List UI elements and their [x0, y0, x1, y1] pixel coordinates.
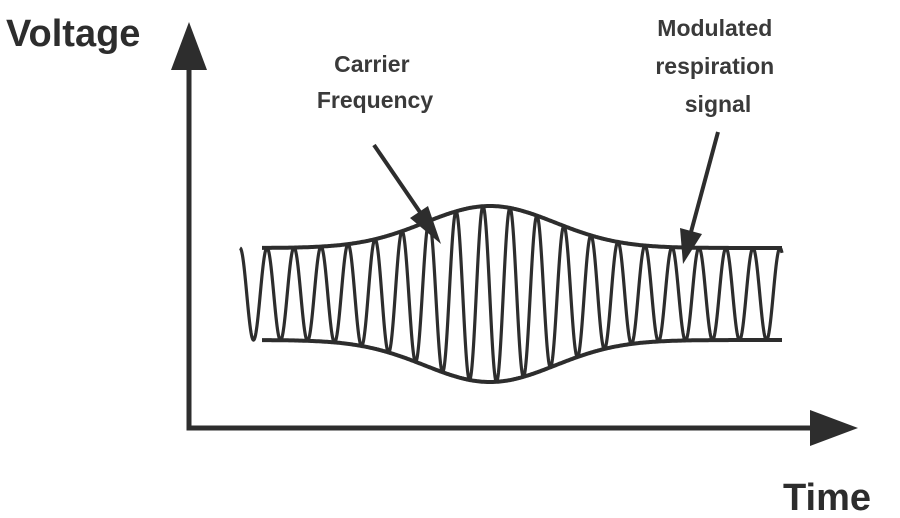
modulated-signal-callout: Modulated respiration signal: [655, 15, 780, 264]
y-axis-label: Voltage: [6, 13, 140, 55]
y-axis-arrowhead: [171, 22, 207, 70]
carrier-label-line-2: Frequency: [317, 87, 434, 113]
axes: [186, 63, 825, 431]
modulated-pointer-arrowhead: [680, 228, 702, 264]
modulated-label-line-2: respiration: [655, 53, 774, 79]
carrier-wave: [238, 204, 784, 384]
svg-text:Modulated respiration: Modulated respiration signal: [655, 15, 780, 117]
modulated-label-line-1: Modulated: [657, 15, 772, 41]
x-axis-label: Time: [783, 477, 871, 518]
lower-envelope: [262, 338, 782, 384]
carrier-label-line-1: Carrier: [334, 51, 409, 77]
svg-text:Carrier Frequency: Carrier Frequency: [317, 51, 434, 113]
upper-envelope: [262, 204, 782, 250]
modulated-label-line-3: signal: [685, 91, 751, 117]
modulated-pointer-line: [689, 131, 720, 233]
modulated-signal: [238, 204, 784, 384]
x-axis-arrowhead: [810, 410, 858, 446]
carrier-pointer-arrowhead: [410, 206, 441, 244]
carrier-pointer-line: [372, 143, 426, 220]
carrier-frequency-callout: Carrier Frequency: [317, 51, 441, 244]
